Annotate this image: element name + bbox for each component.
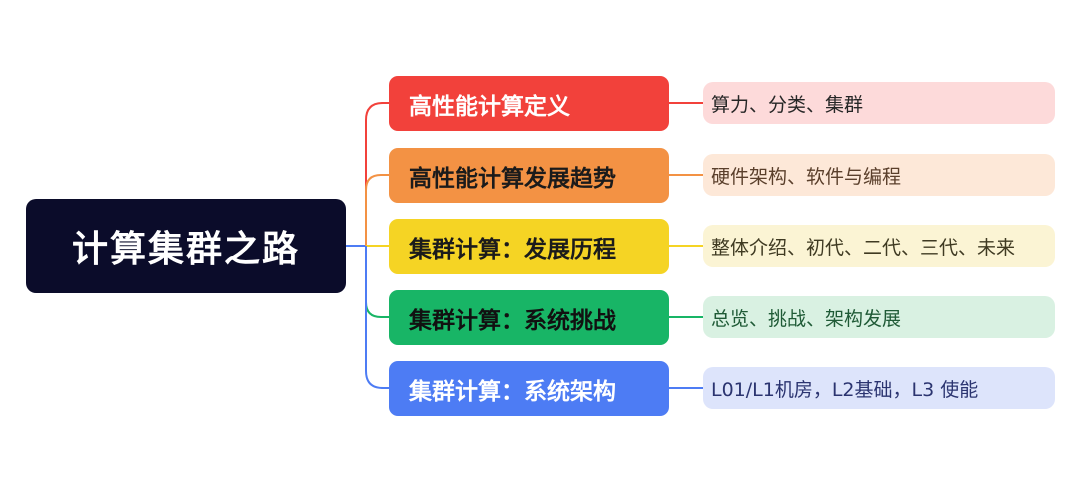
branch-node-hpc-definition[interactable]: 高性能计算定义 [389,76,669,131]
branch-node-cluster-architecture[interactable]: 集群计算：系统架构 [389,361,669,416]
branch-node-hpc-trends[interactable]: 高性能计算发展趋势 [389,148,669,203]
connector-branch-1 [365,102,389,246]
branch-node-cluster-history[interactable]: 集群计算：发展历程 [389,219,669,274]
leaf-node-cluster-challenges[interactable]: 总览、挑战、架构发展 [703,296,1055,338]
leaf-node-hpc-trends[interactable]: 硬件架构、软件与编程 [703,154,1055,196]
root-node[interactable]: 计算集群之路 [26,199,346,293]
connector-branch-5 [365,246,389,389]
connector-branch-2 [365,174,389,246]
leaf-node-cluster-architecture[interactable]: L01/L1机房，L2基础，L3 使能 [703,367,1055,409]
leaf-node-cluster-history[interactable]: 整体介绍、初代、二代、三代、未来 [703,225,1055,267]
connector-branch-4 [365,246,389,318]
leaf-node-hpc-definition[interactable]: 算力、分类、集群 [703,82,1055,124]
branch-node-cluster-challenges[interactable]: 集群计算：系统挑战 [389,290,669,345]
